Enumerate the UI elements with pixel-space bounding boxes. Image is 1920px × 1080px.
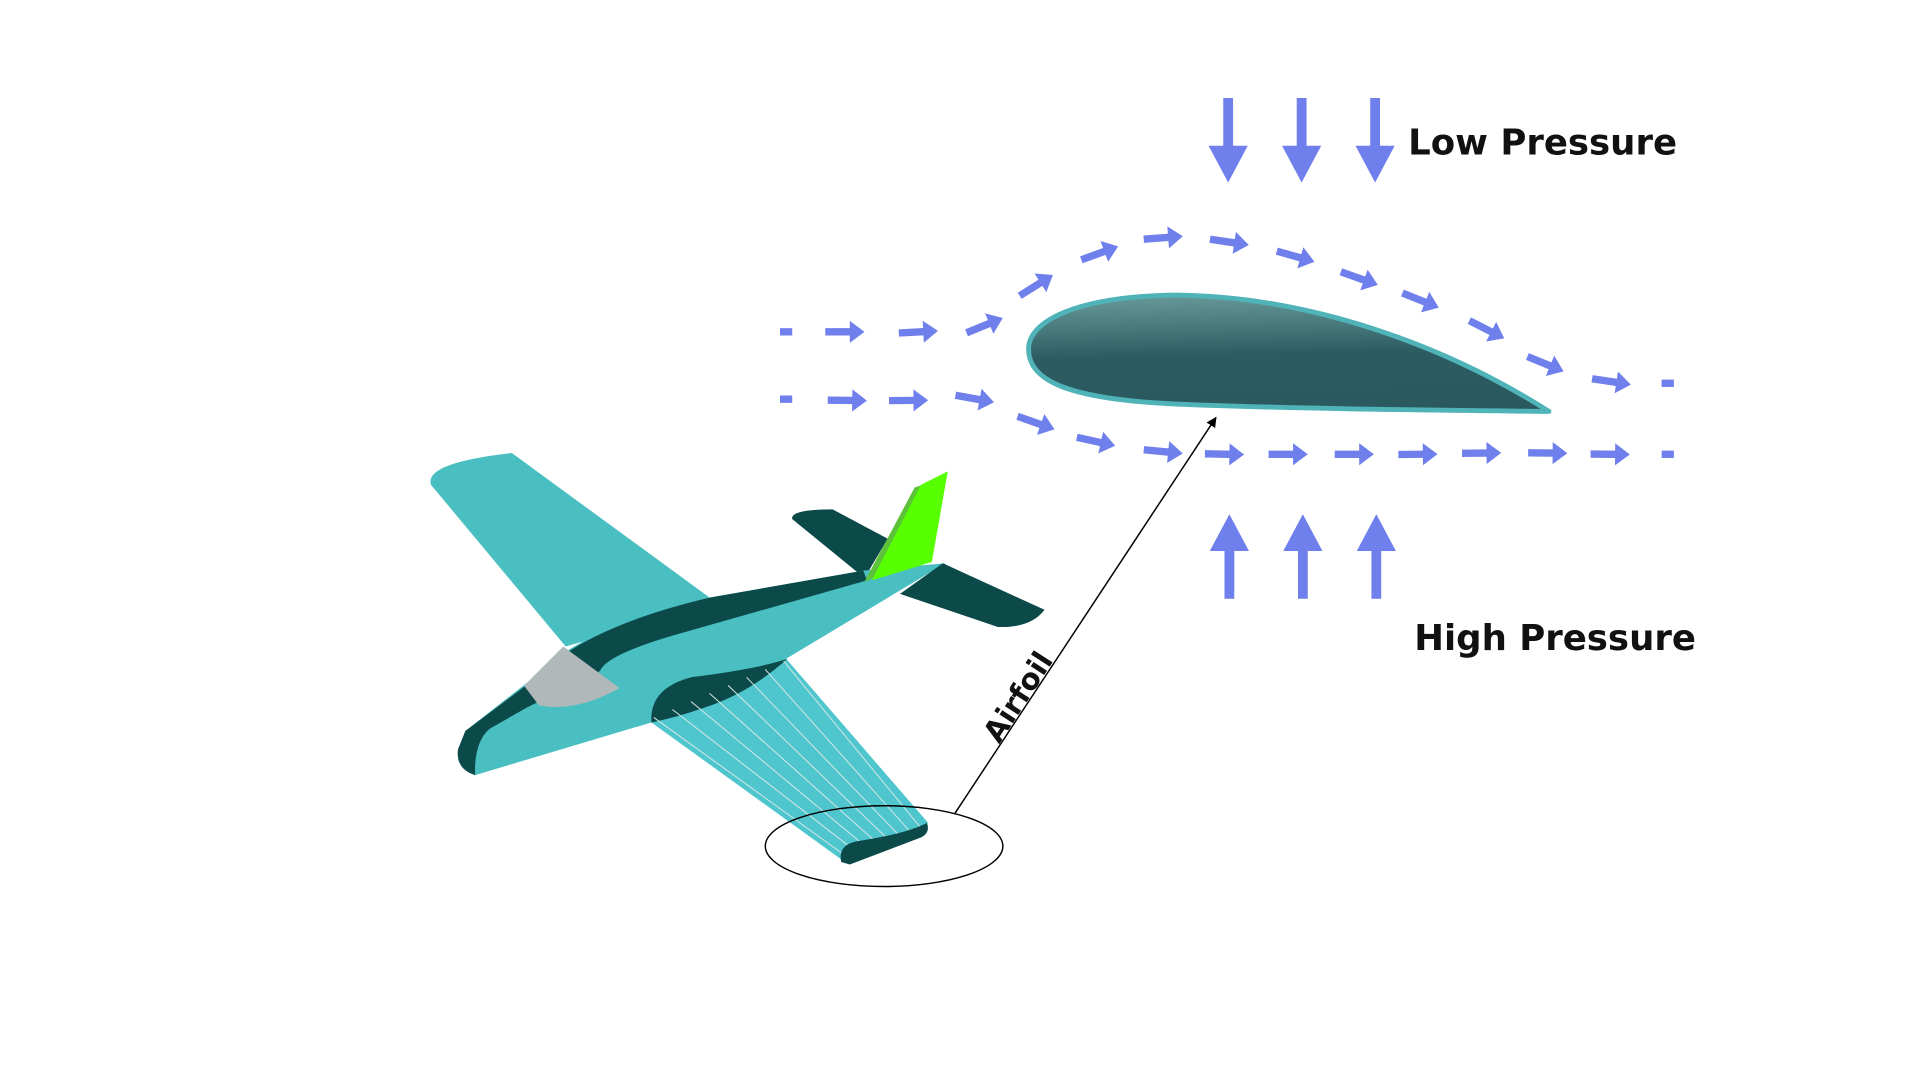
airflow-arrow bbox=[1525, 353, 1564, 377]
wing-rib-line bbox=[653, 717, 848, 858]
airflow-arrow bbox=[1590, 443, 1630, 466]
airflow-arrow bbox=[1209, 231, 1249, 254]
airflow-arrow bbox=[1467, 317, 1505, 342]
wing-tip-airfoil bbox=[840, 822, 928, 865]
airflow-arrow bbox=[965, 313, 1003, 337]
airflow-dash bbox=[1661, 450, 1674, 458]
low-pressure-label: Low Pressure bbox=[1408, 122, 1677, 163]
airflow-arrow bbox=[1080, 241, 1119, 264]
airflow-arrow bbox=[1076, 431, 1116, 454]
pressure-arrows bbox=[1208, 97, 1396, 599]
high-pressure-up-arrow bbox=[1209, 514, 1249, 599]
airflow-arrow bbox=[1143, 441, 1183, 464]
airplane-illustration bbox=[430, 453, 1045, 865]
airfoil-label: Airfoil bbox=[977, 646, 1060, 749]
airflow-arrow bbox=[1204, 443, 1245, 466]
wing-rib-line bbox=[709, 693, 880, 845]
wing-rib-line bbox=[746, 676, 901, 837]
high-pressure-up-arrow bbox=[1356, 514, 1396, 599]
near-wing-root-fairing bbox=[651, 658, 788, 723]
airflow-dash bbox=[1661, 379, 1674, 387]
airflow-arrow bbox=[888, 389, 929, 412]
airflow-arrow bbox=[1528, 442, 1568, 465]
fuselage bbox=[462, 563, 946, 776]
wing-rib-line bbox=[690, 701, 869, 850]
far-horizontal-stabilizer bbox=[792, 509, 888, 578]
airflow-arrow bbox=[1398, 443, 1438, 466]
low-pressure-down-arrow bbox=[1355, 97, 1395, 183]
wing-rib-line bbox=[727, 685, 890, 841]
airflow-arrow bbox=[1268, 443, 1308, 466]
low-pressure-down-arrow bbox=[1282, 97, 1322, 183]
cockpit bbox=[524, 646, 620, 708]
airflow-arrow bbox=[1591, 371, 1631, 394]
airflow-arrow bbox=[1275, 247, 1315, 269]
airflow-arrow bbox=[1339, 268, 1378, 291]
airflow-arrow bbox=[1401, 289, 1439, 313]
far-wing bbox=[430, 453, 717, 647]
wing-rib-line bbox=[783, 660, 922, 829]
airflow-dash bbox=[780, 328, 793, 336]
wing-rib-lines bbox=[653, 660, 922, 858]
wing-rib-line bbox=[764, 668, 911, 833]
vertical-tail-fin bbox=[871, 471, 948, 581]
airflow-arrow bbox=[1462, 442, 1502, 465]
airflow-streamlines bbox=[780, 226, 1674, 466]
airflow-arrow bbox=[825, 320, 865, 343]
airfoil-cross-section bbox=[1026, 292, 1552, 414]
airflow-arrow bbox=[954, 388, 995, 411]
near-horizontal-stabilizer bbox=[900, 563, 1045, 628]
wing-rib-line bbox=[672, 709, 859, 854]
airflow-arrow bbox=[1334, 443, 1374, 466]
airflow-dash bbox=[780, 395, 793, 403]
airflow-arrow bbox=[1016, 412, 1055, 435]
high-pressure-up-arrow bbox=[1283, 514, 1323, 599]
airfoil-callout-ellipse bbox=[764, 804, 1004, 888]
fuselage-dark-side bbox=[457, 570, 867, 776]
airflow-arrow bbox=[898, 320, 938, 343]
airflow-arrow bbox=[1017, 273, 1053, 299]
airflow-arrow bbox=[1143, 226, 1183, 249]
airfoil-callout-pointer bbox=[954, 416, 1217, 814]
low-pressure-down-arrow bbox=[1208, 97, 1248, 183]
high-pressure-label: High Pressure bbox=[1414, 618, 1696, 659]
airflow-arrow bbox=[827, 389, 867, 412]
